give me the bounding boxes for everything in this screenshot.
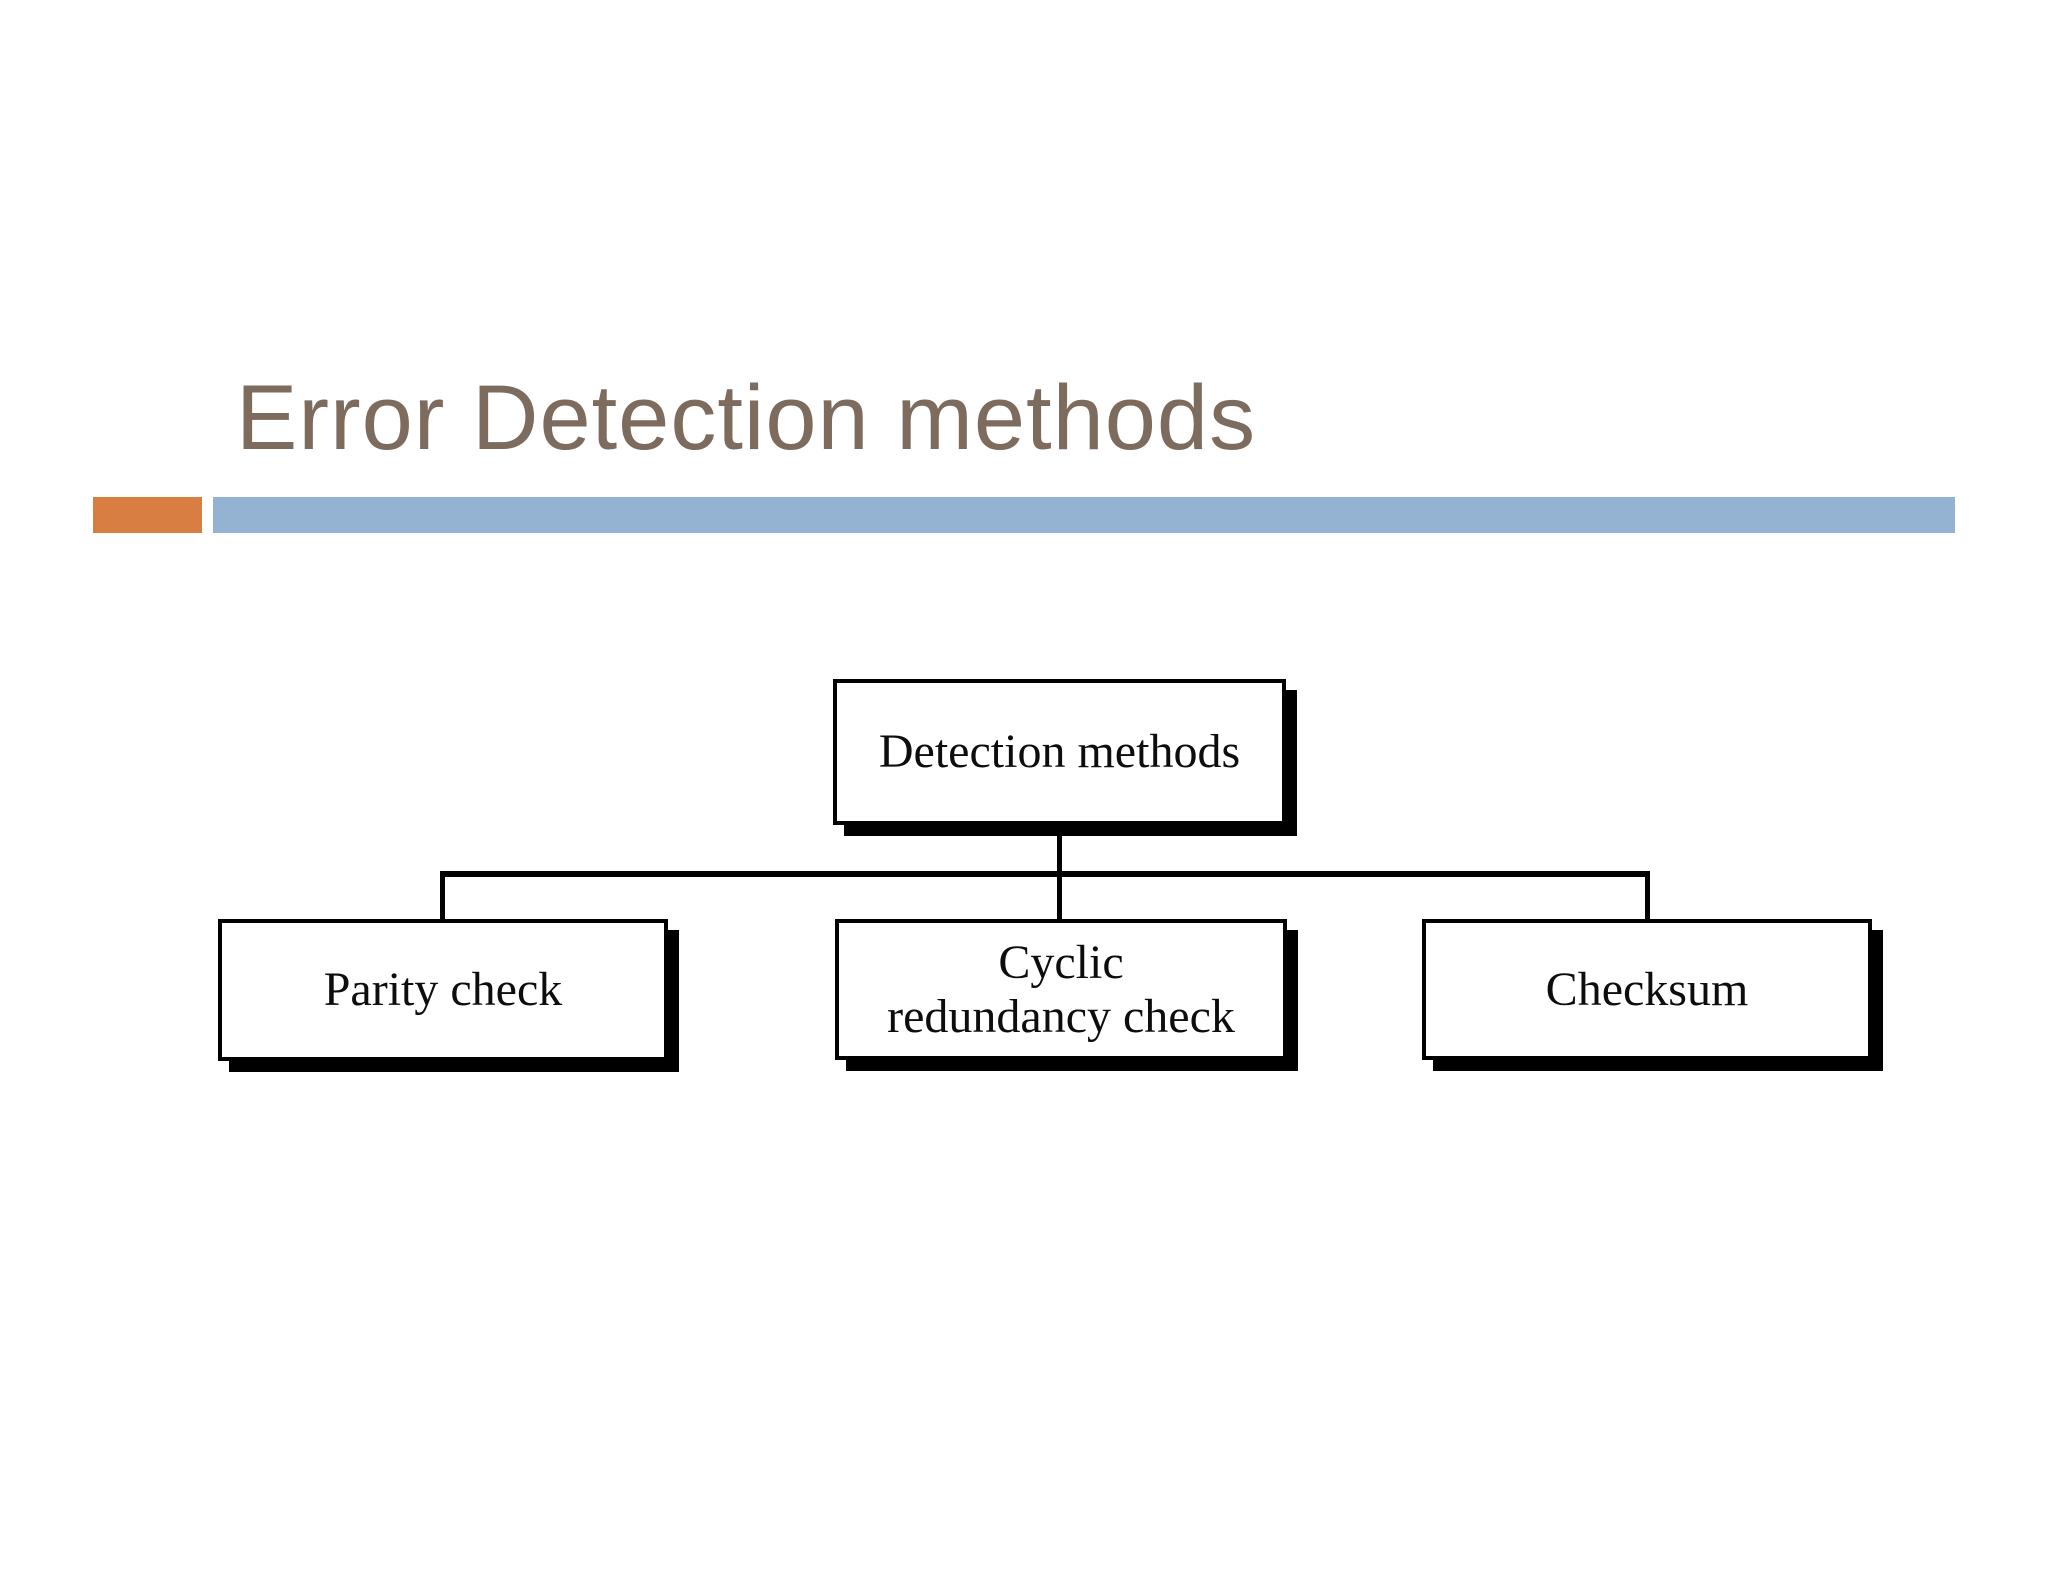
node-detection-methods: Detection methods — [833, 679, 1286, 825]
page-title: Error Detection methods — [236, 367, 1257, 469]
node-checksum: Checksum — [1422, 919, 1872, 1060]
node-parity-check-label: Parity check — [323, 963, 563, 1016]
connector-horizontal-line — [440, 871, 1650, 877]
title-underline-blue-bar — [213, 497, 1955, 533]
connector-left-drop-line — [440, 871, 445, 919]
node-parity-check: Parity check — [218, 919, 668, 1061]
node-cyclic-redundancy-check: Cyclic redundancy check — [835, 919, 1287, 1060]
node-cyclic-redundancy-check-label-line1: Cyclic — [998, 935, 1124, 989]
node-checksum-label: Checksum — [1545, 962, 1749, 1016]
node-cyclic-redundancy-check-label-line2: redundancy check — [887, 989, 1235, 1043]
title-accent-orange-block — [93, 497, 202, 533]
node-detection-methods-label: Detection methods — [878, 725, 1241, 778]
connector-right-drop-line — [1645, 871, 1650, 919]
